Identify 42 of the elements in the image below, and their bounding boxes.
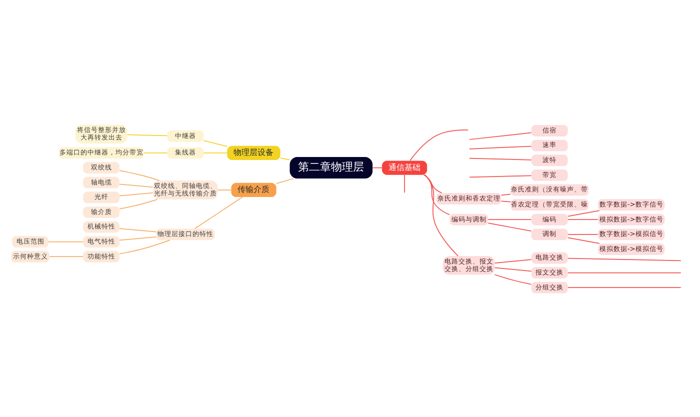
connector [119,198,158,209]
connector [500,200,511,202]
connector [469,174,532,178]
connector [494,266,532,272]
connector [203,140,228,146]
connector [119,170,160,180]
connector [194,196,243,229]
connector [404,174,405,193]
connector [119,192,154,196]
connector [488,218,532,220]
connector [494,258,532,263]
connector [119,183,154,188]
connector [48,240,84,242]
connector [500,193,511,196]
connector [217,189,232,190]
connector [567,257,682,261]
connector [567,233,598,234]
connector [494,274,532,284]
connector [567,210,600,216]
connector [372,166,382,168]
connector [126,134,168,136]
connector [119,239,170,254]
connector [410,129,469,160]
connector [469,145,532,149]
node-box: 第二章物理层 [290,156,373,178]
connector [280,157,290,160]
connector [143,152,168,153]
connector [567,236,600,244]
connector [567,218,598,220]
connector [469,157,532,160]
connector [423,174,442,193]
connector [567,286,682,288]
connector [469,132,532,140]
connector [276,178,294,184]
connector [488,222,532,232]
connector [203,152,228,153]
connector [424,174,458,256]
connector [119,228,157,232]
connector [567,272,682,273]
connector [424,174,450,215]
connector [119,236,157,240]
connector [49,256,84,257]
